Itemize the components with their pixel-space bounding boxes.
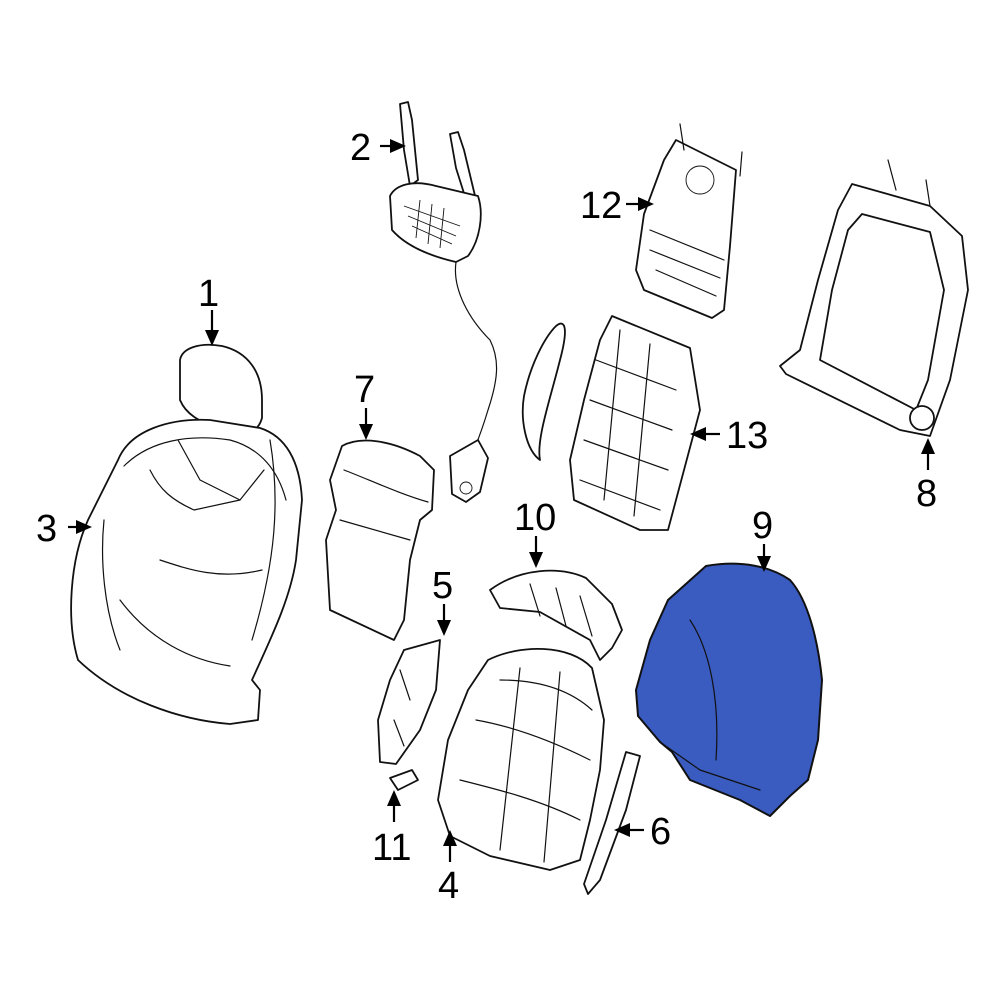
callout-10: 10	[514, 497, 556, 539]
callout-12: 12	[580, 185, 622, 227]
seat-back-pad-part	[635, 562, 823, 817]
control-cable-part	[449, 261, 498, 503]
seat-back-frame-part	[779, 159, 969, 437]
seat-cushion-part	[437, 647, 605, 871]
callout-1: 1	[198, 273, 219, 315]
upper-bracket-part	[635, 123, 743, 319]
callout-5: 5	[432, 565, 453, 607]
headrest-guide-part	[389, 101, 482, 263]
lumbar-support-part	[521, 315, 701, 531]
callout-labels: 1 2 3 4 5 6 7 8 9 10 11 12 13	[36, 127, 937, 907]
highlighted-seat-back-pad[interactable]	[635, 562, 823, 817]
callout-8: 8	[916, 473, 937, 515]
callout-9: 9	[752, 505, 773, 547]
rear-panel-part	[325, 439, 435, 641]
seat-back-cover-part	[70, 343, 303, 725]
callout-11: 11	[372, 827, 411, 869]
side-bracket-part	[377, 639, 441, 765]
callout-6: 6	[650, 811, 671, 853]
side-trim-strip-part	[583, 751, 641, 895]
clip-part	[389, 769, 419, 791]
front-trim-bracket-part	[489, 569, 623, 661]
callout-2: 2	[350, 127, 371, 169]
callout-13: 13	[726, 415, 768, 457]
callout-7: 7	[354, 369, 375, 411]
callout-leaders	[68, 139, 935, 862]
callout-3: 3	[36, 508, 57, 550]
callout-4: 4	[438, 865, 459, 907]
